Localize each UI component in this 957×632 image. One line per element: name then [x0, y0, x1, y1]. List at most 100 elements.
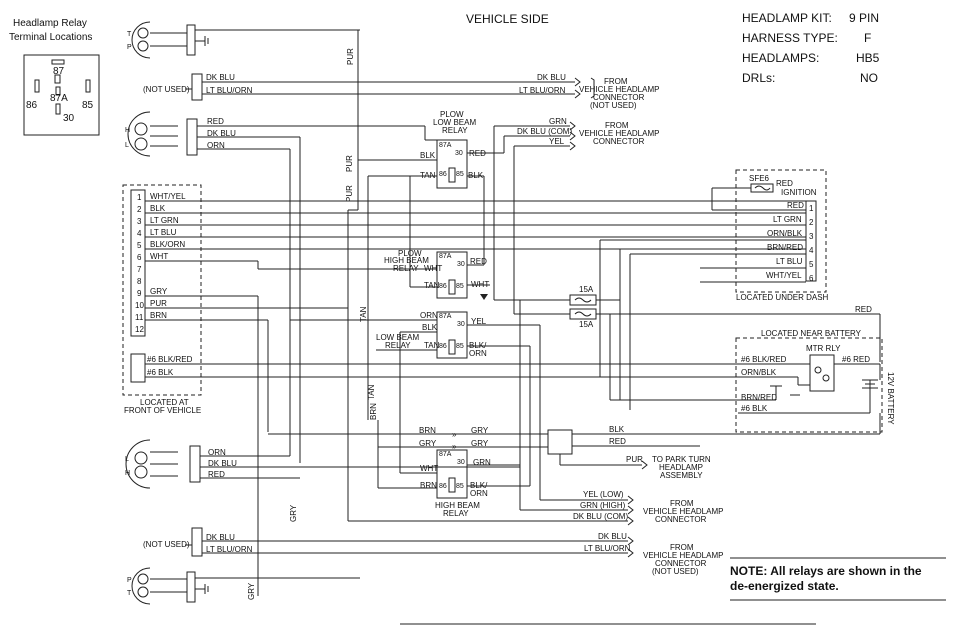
to-park-turn-label: TO PARK TURN	[652, 455, 711, 464]
front-connector-pins: 1 2 3 4 5 6 7 8 9 10 11 12	[135, 193, 144, 334]
spec-label-headlamps: HEADLAMPS:	[742, 51, 819, 65]
svg-text:30: 30	[457, 459, 465, 466]
svg-text:87A: 87A	[439, 253, 452, 260]
connector-top-not-used: (NOT USED) DK BLU LT BLU/ORN DK BLU LT B…	[143, 73, 659, 110]
relay-pin-87a: 87A	[50, 93, 68, 104]
wire-blk6-left: #6 BLK	[147, 368, 174, 377]
high-beam-label-1: HIGH BEAM	[435, 501, 480, 510]
pt-plug-bottom: P T GRY GRY	[127, 504, 360, 605]
wire-wht-6: WHT	[150, 252, 168, 261]
wire-brn-red-dash: BRN/RED	[767, 243, 803, 252]
wire-lt-blu-4: LT BLU	[150, 228, 177, 237]
wire-dk-blu-hl-top: DK BLU	[207, 129, 236, 138]
relay-locations-title-2: Terminal Locations	[9, 32, 92, 43]
wire-tan-lb: TAN	[424, 341, 440, 350]
svg-text:87A: 87A	[439, 142, 452, 149]
wire-blk-orn-hb-2: ORN	[470, 489, 488, 498]
relay-pin-87: 87	[53, 66, 65, 77]
connector-label-4: CONNECTOR	[655, 559, 707, 568]
front-connector-12pin: 1 2 3 4 5 6 7 8 9 10 11 12 WHT/YEL BLK L…	[122, 184, 810, 596]
headlamp-label-pt: HEADLAMP	[659, 463, 703, 472]
battery-section: RED LOCATED NEAR BATTERY MTR RLY #6 BLK/…	[599, 240, 895, 433]
wire-dk-blu-com-mid: DK BLU (COM)	[517, 127, 572, 136]
from-label-4: FROM	[670, 543, 694, 552]
relay-pin-86: 86	[26, 100, 38, 111]
vehicle-side-label: VEHICLE SIDE	[466, 12, 549, 26]
pin-5: 5	[137, 241, 142, 250]
spec-label-harness: HARNESS TYPE:	[742, 31, 838, 45]
wire-dk-blu-com-bottom: DK BLU (COM)	[573, 512, 628, 521]
pin-10: 10	[135, 301, 144, 310]
hl-plug-top: H L RED DK BLU ORN	[125, 111, 425, 157]
wire-blk-pl: BLK	[420, 151, 436, 160]
high-beam-label-2: RELAY	[443, 509, 469, 518]
wire-red-batt-top: RED	[855, 305, 872, 314]
wire-gry-bottom-r: GRY	[471, 426, 489, 435]
plug-letter-t-bottom: T	[127, 590, 132, 597]
not-used-label-top: (NOT USED)	[143, 85, 190, 94]
wire-gry-v2: GRY	[247, 582, 256, 600]
wire-blk-orn-5: BLK/ORN	[150, 240, 185, 249]
relay-pin-85: 85	[82, 100, 94, 111]
plug-letter-h-top: H	[125, 127, 130, 134]
front-of-vehicle-label: FRONT OF VEHICLE	[124, 406, 201, 415]
low-beam-relay: 87A 30 86 85 ORN BLK YEL LOW BEAM RELAY …	[289, 137, 540, 463]
wire-dk-blu-bottom: DK BLU	[206, 533, 235, 542]
mtr-rly-label: MTR RLY	[806, 344, 841, 353]
vehicle-headlamp-label-4: VEHICLE HEADLAMP	[643, 551, 723, 560]
located-under-dash-label: LOCATED UNDER DASH	[736, 293, 829, 302]
pin-8: 8	[137, 277, 142, 286]
wire-brn-bottom: BRN	[419, 426, 436, 435]
wire-wht-yel-dash: WHT/YEL	[766, 271, 802, 280]
wire-orn-hl-bottom: ORN	[208, 448, 226, 457]
dash-pin-1: 1	[809, 204, 814, 213]
svg-text:85: 85	[456, 483, 464, 490]
wire-gry-v1: GRY	[289, 504, 298, 522]
pin-9: 9	[137, 289, 142, 298]
located-near-battery-label: LOCATED NEAR BATTERY	[761, 329, 862, 338]
svg-text:86: 86	[439, 171, 447, 178]
spec-label-kit: HEADLAMP KIT:	[742, 11, 832, 25]
wire-brn-11: BRN	[150, 311, 167, 320]
wire-red-ph: RED	[470, 257, 487, 266]
svg-text:30: 30	[457, 261, 465, 268]
plow-low-beam-label-3: RELAY	[442, 126, 468, 135]
dash-pin-6: 6	[809, 274, 814, 283]
not-used-label-4: (NOT USED)	[652, 567, 699, 576]
wire-dk-blu-hl-bottom: DK BLU	[208, 459, 237, 468]
plow-high-beam-label-2: HIGH BEAM	[384, 256, 429, 265]
wire-tan-v: TAN	[359, 306, 368, 322]
plug-letter-p-bottom: P	[127, 577, 132, 584]
spec-label-drls: DRLs:	[742, 71, 775, 85]
wire-red6-batt: #6 RED	[842, 355, 870, 364]
from-label-2: FROM	[605, 121, 629, 130]
wire-orn-lb: ORN	[420, 311, 438, 320]
wire-red-hl-bottom: RED	[208, 470, 225, 479]
wire-grn-mid: GRN	[549, 117, 567, 126]
svg-text:86: 86	[439, 343, 447, 350]
sfe6-label: SFE6	[749, 174, 770, 183]
vehicle-headlamp-connector-mid: GRN DK BLU (COM) YEL FROM VEHICLE HEADLA…	[493, 117, 659, 300]
from-label-3: FROM	[670, 499, 694, 508]
low-beam-label-1: LOW BEAM	[376, 333, 419, 342]
connector-label-1: CONNECTOR	[593, 93, 645, 102]
pin-7: 7	[137, 265, 142, 274]
wire-blk6-batt: #6 BLK	[741, 404, 768, 413]
spec-value-harness: F	[864, 31, 871, 45]
wire-blk-red6-left: #6 BLK/RED	[147, 355, 193, 364]
low-beam-label-2: RELAY	[385, 341, 411, 350]
wire-tan-ph: TAN	[424, 281, 440, 290]
wire-red-dash: RED	[787, 201, 804, 210]
wire-orn-hl-top: ORN	[207, 141, 225, 150]
relay-locations-title-1: Headlamp Relay	[13, 18, 87, 29]
spec-value-drls: NO	[860, 71, 878, 85]
plug-letter-l-top: L	[125, 142, 129, 149]
not-used-label-bottom: (NOT USED)	[143, 540, 190, 549]
plug-letter-t: T	[127, 31, 132, 38]
wire-wht-hb: WHT	[420, 464, 438, 473]
wire-dk-blu-top: DK BLU	[206, 73, 235, 82]
wire-lt-grn-dash: LT GRN	[773, 215, 802, 224]
svg-text:85: 85	[456, 343, 464, 350]
wire-gry-9: GRY	[150, 287, 168, 296]
plug-letter-h-bottom: H	[125, 470, 130, 477]
